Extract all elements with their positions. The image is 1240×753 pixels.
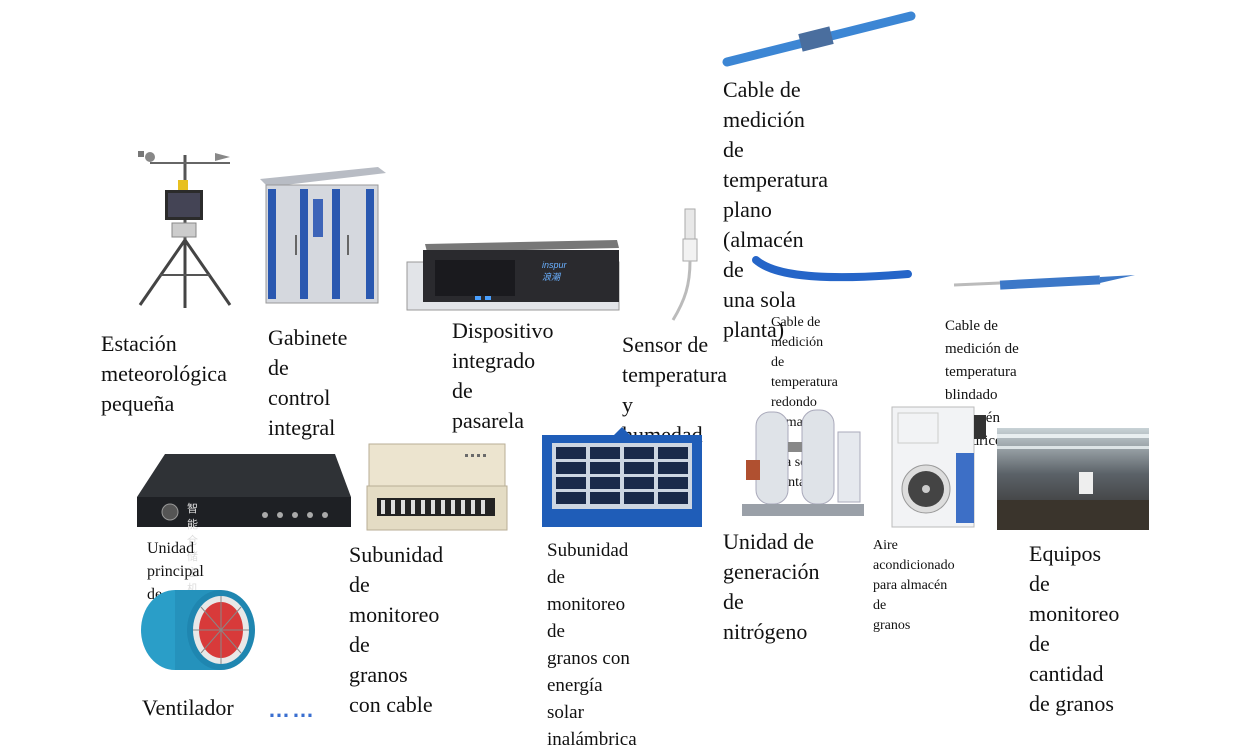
main-unit-icon: [137, 454, 351, 527]
air-conditioner-label: Aire acondicionado para almacén de grano…: [873, 538, 955, 633]
main-unit-brand: 智能仓储主机: [187, 503, 198, 595]
weather-station-icon: [138, 151, 232, 308]
control-cabinet-label: Gabinete de control integral: [268, 325, 348, 440]
gateway-brand: inspur 浪潮: [542, 260, 567, 282]
quantity-monitor-label: Equipos de monitoreo de cantidad de gran…: [1029, 541, 1120, 716]
round-cable-icon: [752, 256, 912, 282]
sensor-probe-icon: [671, 208, 698, 321]
solar-panel-icon: [542, 427, 702, 527]
nitrogen-unit-label: Unidad de generación de nitrógeno: [723, 529, 820, 644]
more-ellipsis: ……: [268, 697, 316, 722]
cable-subunit-label: Subunidad de monitoreo de granos con cab…: [349, 542, 444, 717]
air-conditioner-icon: [891, 406, 986, 528]
weather-station-label: Estación meteorológica pequeña: [101, 331, 227, 416]
cabinet-icon: [260, 167, 386, 304]
server-icon: [406, 240, 620, 311]
terminal-block-icon: [366, 443, 508, 531]
flat-cable-icon: [722, 11, 916, 67]
fan-label: Ventilador: [142, 695, 234, 720]
warehouse-photo-icon: [997, 428, 1149, 530]
armored-cable-icon: [953, 275, 1135, 290]
flat-cable-label: Cable de medición de temperatura plano (…: [723, 77, 829, 342]
fan-icon: [141, 590, 255, 670]
solar-subunit-label: Subunidad de monitoreo de granos con ene…: [547, 540, 637, 750]
nitrogen-generator-icon: [742, 409, 864, 516]
